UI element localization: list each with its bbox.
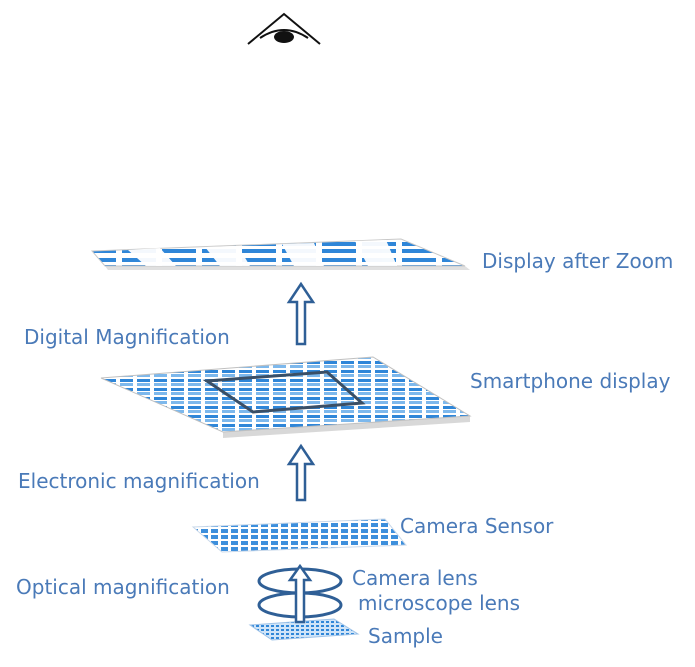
zoom-display-plate: [90, 238, 470, 270]
label-camera-lens: Camera lens: [352, 566, 478, 590]
camera-sensor-plate: [191, 518, 408, 553]
zoom-region-frame: [202, 370, 366, 414]
eye-icon: [247, 12, 321, 45]
sample-plate: [248, 618, 360, 641]
hollow-up-arrow-icon: [286, 443, 316, 502]
label-display-after-zoom: Display after Zoom: [482, 249, 673, 273]
label-sample: Sample: [368, 624, 443, 648]
label-camera-sensor: Camera Sensor: [400, 514, 554, 538]
optical-arrow-icon: [287, 563, 313, 624]
smartphone-display-plate: [100, 356, 472, 438]
label-smartphone-display: Smartphone display: [470, 369, 671, 393]
hollow-up-arrow-icon: [286, 281, 316, 346]
label-electronic-magnification: Electronic magnification: [18, 469, 260, 493]
label-microscope-lens: microscope lens: [358, 591, 520, 615]
label-optical-magnification: Optical magnification: [16, 575, 230, 599]
label-digital-magnification: Digital Magnification: [24, 325, 230, 349]
